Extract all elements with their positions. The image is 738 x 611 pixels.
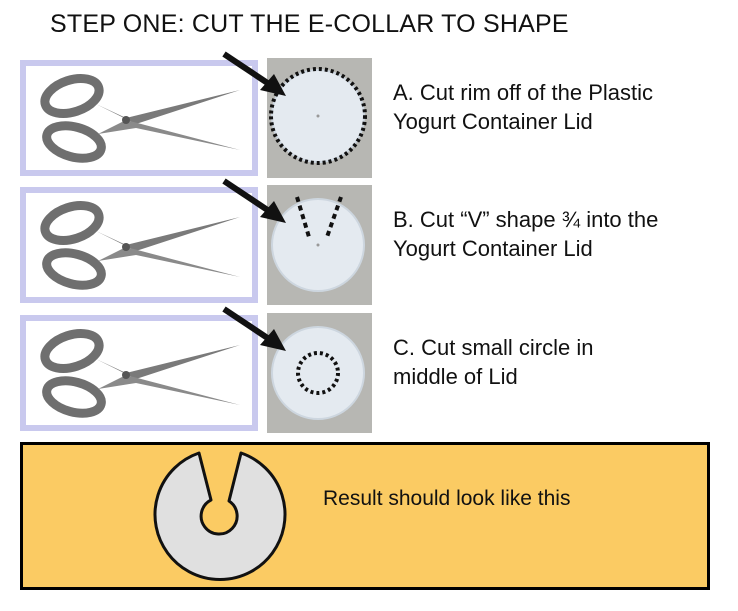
- step-row-b: B. Cut “V” shape ¾ into the Yogurt Conta…: [20, 178, 730, 305]
- step-caption-line1: A. Cut rim off of the Plastic: [393, 80, 654, 105]
- step-caption: C. Cut small circle in middle of Lid: [393, 333, 593, 391]
- step-caption: A. Cut rim off of the Plastic Yogurt Con…: [393, 78, 653, 136]
- result-text: Result should look like this: [323, 487, 571, 510]
- step-caption: B. Cut “V” shape ¾ into the Yogurt Conta…: [393, 205, 658, 263]
- arrow-icon: [222, 51, 286, 96]
- arrow-icon: [222, 306, 286, 351]
- scissors-icon: [40, 200, 240, 290]
- lid-panel: [267, 185, 372, 305]
- lid-panel: [267, 58, 372, 178]
- scissors-panel: [20, 60, 258, 176]
- e-collar-shape-icon: [153, 451, 287, 581]
- step-caption-line1: B. Cut “V” shape ¾ into the: [393, 207, 659, 232]
- result-box: Result should look like this: [20, 442, 710, 590]
- lid-rim-cut-icon: [269, 67, 367, 165]
- lid-panel: [267, 313, 372, 433]
- step-caption-line2: Yogurt Container Lid: [393, 236, 593, 261]
- lid-circle-cut-icon: [271, 326, 365, 420]
- step-caption-line1: C. Cut small circle in: [393, 335, 594, 360]
- scissors-icon: [40, 73, 240, 163]
- scissors-panel: [20, 187, 258, 303]
- step-row-a: A. Cut rim off of the Plastic Yogurt Con…: [20, 51, 730, 178]
- step-caption-line2: middle of Lid: [393, 364, 518, 389]
- step-row-c: C. Cut small circle in middle of Lid: [20, 306, 730, 433]
- page-title: STEP ONE: CUT THE E-COLLAR TO SHAPE: [50, 10, 569, 38]
- scissors-panel: [20, 315, 258, 431]
- lid-v-cut-icon: [271, 196, 365, 292]
- scissors-icon: [40, 328, 240, 418]
- step-caption-line2: Yogurt Container Lid: [393, 109, 593, 134]
- arrow-icon: [222, 178, 286, 223]
